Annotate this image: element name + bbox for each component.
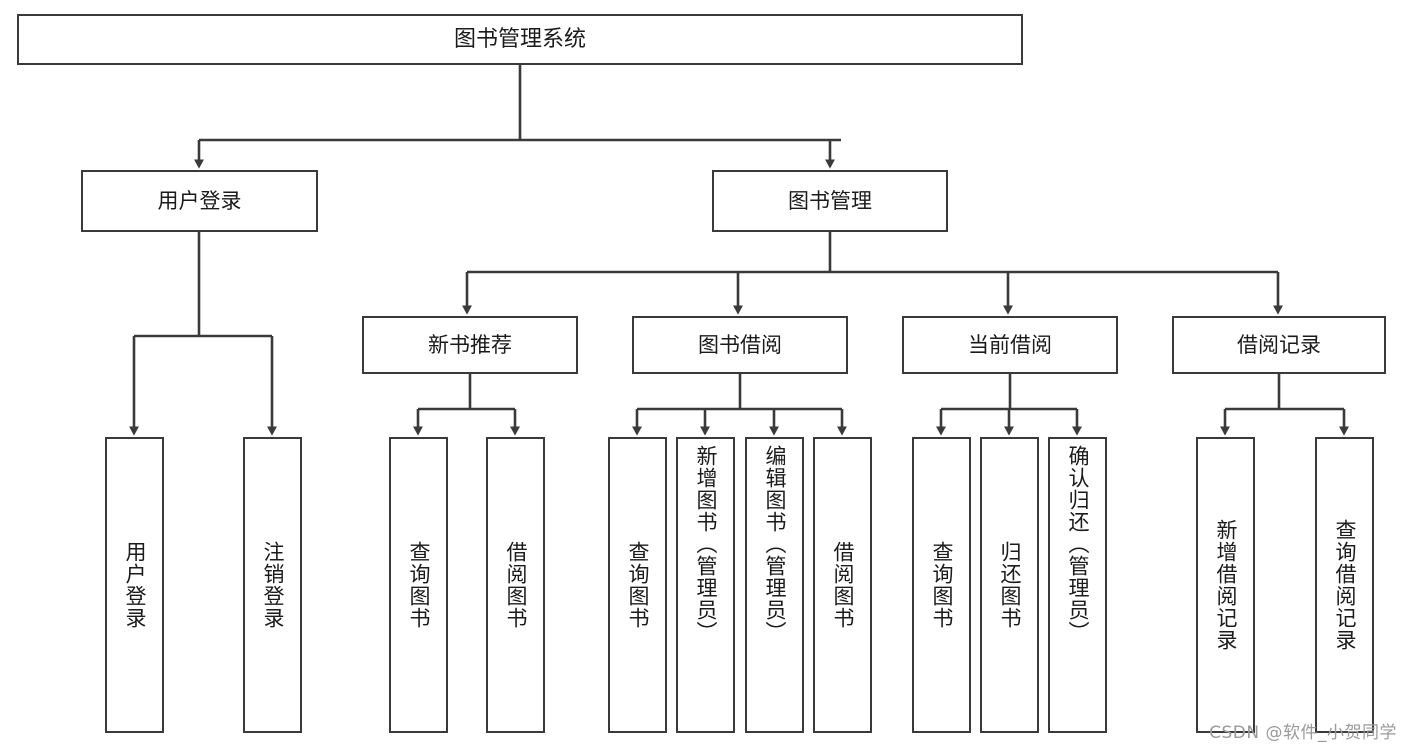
- node-book-manage[interactable]: 图书管理: [712, 170, 948, 232]
- node-new-book-rec[interactable]: 新书推荐: [362, 316, 578, 374]
- node-leaf-query-book-3[interactable]: 查询图书: [912, 437, 971, 733]
- node-leaf-add-book[interactable]: 新增图书（管理员）: [676, 437, 735, 733]
- node-current-borrow[interactable]: 当前借阅: [902, 316, 1118, 374]
- node-leaf-edit-book[interactable]: 编辑图书（管理员）: [745, 437, 804, 733]
- node-user-login[interactable]: 用户登录: [81, 170, 318, 232]
- csdn-watermark: CSDN @软件_小贺同学: [1209, 723, 1397, 743]
- node-leaf-logout-label: 注销登录: [261, 541, 285, 629]
- node-root-label: 图书管理系统: [453, 26, 586, 52]
- node-leaf-borrow-book-2-label: 借阅图书: [831, 541, 855, 629]
- node-leaf-add-book-label: 新增图书（管理员）: [694, 445, 718, 643]
- node-borrow-record-label: 借阅记录: [1237, 332, 1321, 357]
- node-leaf-borrow-book-2[interactable]: 借阅图书: [813, 437, 872, 733]
- node-leaf-query-record-label: 查询借阅记录: [1333, 519, 1357, 651]
- node-book-borrow-label: 图书借阅: [698, 332, 782, 357]
- node-leaf-add-record-label: 新增借阅记录: [1214, 519, 1238, 651]
- node-leaf-add-record[interactable]: 新增借阅记录: [1196, 437, 1255, 733]
- node-leaf-logout[interactable]: 注销登录: [243, 437, 302, 733]
- node-leaf-confirm-return[interactable]: 确认归还（管理员）: [1048, 437, 1107, 733]
- node-user-login-label: 用户登录: [157, 188, 242, 213]
- node-leaf-borrow-book-1-label: 借阅图书: [504, 541, 528, 629]
- node-leaf-query-book-2-label: 查询图书: [626, 541, 650, 629]
- node-borrow-record[interactable]: 借阅记录: [1172, 316, 1386, 374]
- node-leaf-query-book-2[interactable]: 查询图书: [608, 437, 667, 733]
- node-book-borrow[interactable]: 图书借阅: [632, 316, 848, 374]
- node-leaf-user-login[interactable]: 用户登录: [105, 437, 164, 733]
- node-leaf-query-book-3-label: 查询图书: [930, 541, 954, 629]
- node-current-borrow-label: 当前借阅: [968, 332, 1052, 357]
- node-root[interactable]: 图书管理系统: [17, 14, 1023, 65]
- node-leaf-confirm-return-label: 确认归还（管理员）: [1066, 445, 1090, 643]
- node-leaf-query-record[interactable]: 查询借阅记录: [1315, 437, 1374, 733]
- node-leaf-borrow-book-1[interactable]: 借阅图书: [486, 437, 545, 733]
- node-book-manage-label: 图书管理: [788, 188, 872, 213]
- node-leaf-query-book-1-label: 查询图书: [407, 541, 431, 629]
- node-leaf-return-book-label: 归还图书: [998, 541, 1022, 629]
- node-new-book-rec-label: 新书推荐: [428, 332, 512, 357]
- node-leaf-edit-book-label: 编辑图书（管理员）: [763, 445, 787, 643]
- node-leaf-user-login-label: 用户登录: [123, 541, 147, 629]
- node-leaf-return-book[interactable]: 归还图书: [980, 437, 1039, 733]
- node-leaf-query-book-1[interactable]: 查询图书: [389, 437, 448, 733]
